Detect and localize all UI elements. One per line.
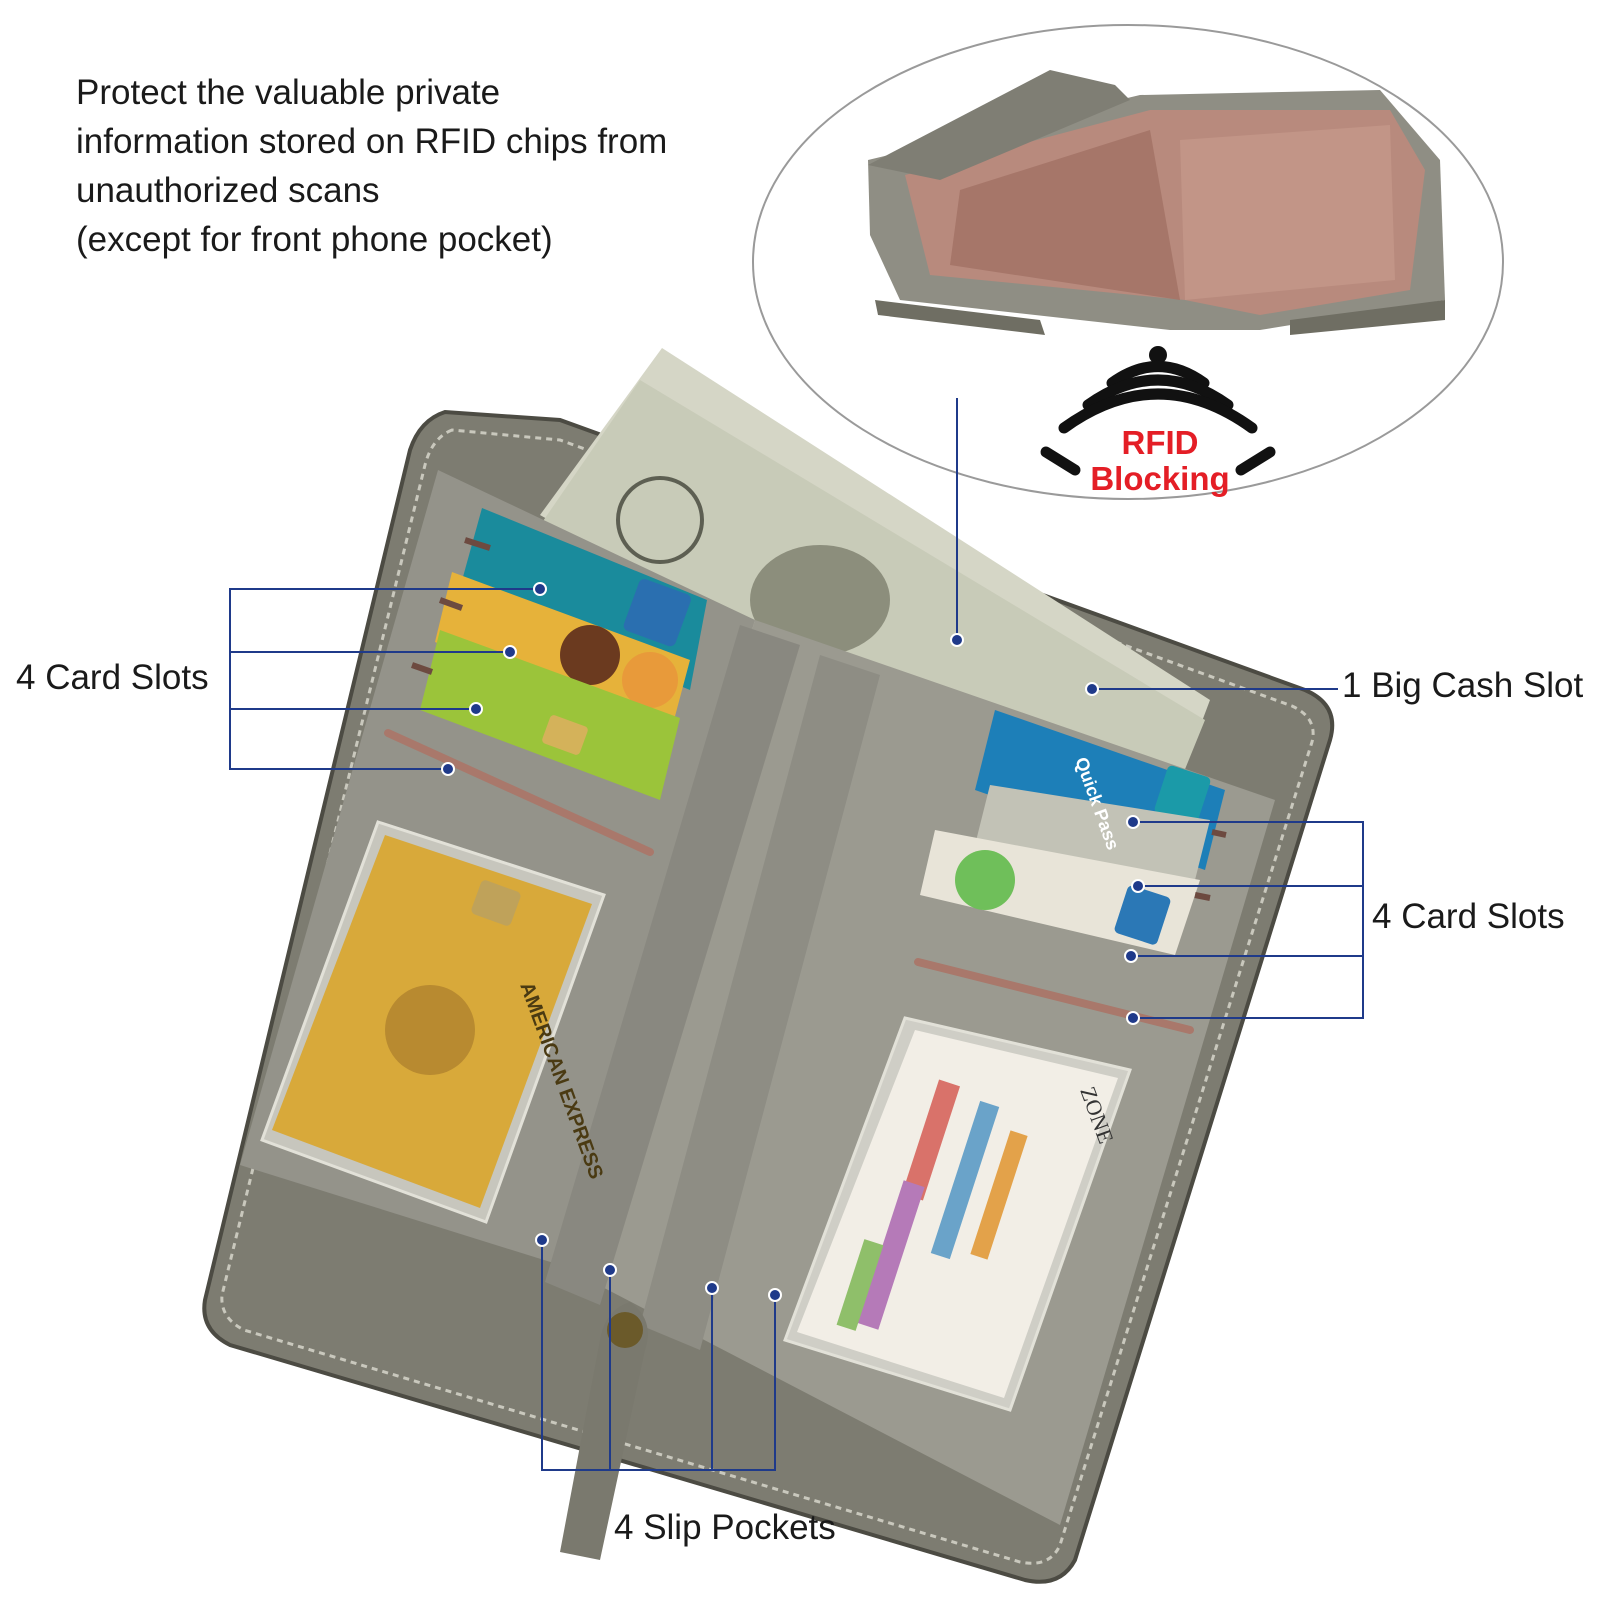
rfid-blocking-label: RFID Blocking bbox=[1075, 425, 1245, 497]
rfid-label-line1: RFID bbox=[1121, 424, 1199, 461]
intro-line: unauthorized scans bbox=[76, 171, 380, 210]
left-card-slots-label: 4 Card Slots bbox=[16, 658, 209, 697]
cash-slot-label: 1 Big Cash Slot bbox=[1342, 666, 1584, 705]
intro-line: (except for front phone pocket) bbox=[76, 220, 553, 259]
inset-open-wallet bbox=[868, 70, 1445, 335]
center-spine bbox=[545, 625, 800, 1305]
callout-dots bbox=[441, 582, 1145, 1302]
slip-pockets-label: 4 Slip Pockets bbox=[614, 1508, 836, 1547]
intro-line: information stored on RFID chips from bbox=[76, 122, 668, 161]
main-wallet bbox=[202, 348, 1335, 1584]
zipper-pull bbox=[560, 1302, 648, 1560]
intro-line: Protect the valuable private bbox=[76, 73, 501, 112]
left-card-green bbox=[420, 630, 680, 800]
right-card-slots-label: 4 Card Slots bbox=[1372, 897, 1565, 936]
rfid-label-line2: Blocking bbox=[1090, 460, 1230, 497]
right-card-grey bbox=[975, 785, 1210, 880]
callout-lines bbox=[229, 398, 1364, 1471]
rfid-signal-icon bbox=[1040, 346, 1276, 476]
intro-paragraph: Protect the valuable private information… bbox=[76, 68, 796, 264]
